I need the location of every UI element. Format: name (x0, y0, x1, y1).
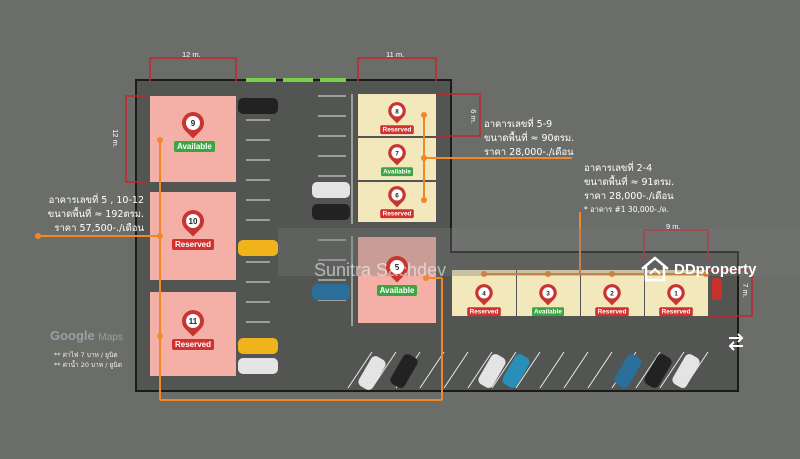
map-pin-icon: 9 (177, 107, 209, 139)
unit-2[interactable]: 2 Reserved (593, 280, 631, 317)
unit-status: Available (380, 167, 414, 177)
watermark-text: Sunitra Sachdev (314, 260, 447, 280)
hedge (320, 78, 346, 82)
hedge (246, 78, 276, 82)
car-black (390, 354, 418, 388)
connector-lines (38, 115, 706, 401)
car-white (672, 354, 700, 388)
car-white (312, 182, 350, 198)
unit-11[interactable]: 11 Reserved (170, 305, 216, 351)
car-black (238, 98, 278, 114)
unit-status: Reserved (467, 307, 501, 317)
dim-top-left-height: 12 m. (110, 129, 120, 148)
map-pin-icon: 3 (535, 280, 561, 306)
car-black (644, 354, 672, 388)
ddproperty-text: DDproperty (674, 260, 757, 278)
google-logo-text: Google (50, 328, 95, 343)
unit-status: Reserved (380, 125, 414, 135)
ddproperty-logo: DDproperty (640, 256, 757, 282)
info-left-line1: อาคารเลขที่ 5 , 10-12 (48, 195, 144, 206)
unit-1[interactable]: 1 Reserved (657, 280, 695, 317)
utility-note-electricity: ** ค่าไฟ 7 บาท / ยูนิต (54, 351, 118, 359)
car-blue (312, 284, 350, 300)
dim-top-right-height: 6 m. (468, 109, 478, 124)
unit-9-block (150, 96, 236, 182)
info-left-line2: ขนาดพื้นที่ ≈ 192ตรม. (47, 209, 144, 220)
dim-top-right-width: 11 m. (386, 50, 405, 59)
car-blue (502, 354, 530, 388)
map-pin-icon: 7 (384, 140, 410, 166)
map-pin-icon: 2 (599, 280, 625, 306)
unit-status: Reserved (380, 209, 414, 219)
unit-status: Available (376, 285, 418, 296)
unit-status: Reserved (659, 307, 693, 317)
unit-status: Reserved (171, 339, 215, 350)
info-right-line1: อาคารเลขที่ 2-4 (584, 163, 653, 174)
car-yellow (238, 338, 278, 354)
unit-10[interactable]: 10 Reserved (170, 205, 216, 251)
utility-notes: ** ค่าไฟ 7 บาท / ยูนิต ** ค่าน้ำ 20 บาท … (54, 350, 122, 370)
info-right-line2: ขนาดพื้นที่ ≈ 91ตรม. (584, 177, 675, 188)
info-right-line3: ราคา 28,000-./เดือน (584, 191, 674, 202)
unit-status: Reserved (595, 307, 629, 317)
info-mid: อาคารเลขที่ 5-9 ขนาดพื้นที่ ≈ 90ตรม. ราค… (484, 118, 574, 160)
google-maps-logo: Google Maps (50, 328, 123, 343)
car-black (312, 204, 350, 220)
car-yellow (238, 240, 278, 256)
maps-logo-text: Maps (98, 332, 123, 343)
watermark-band (278, 228, 800, 276)
info-right: อาคารเลขที่ 2-4 ขนาดพื้นที่ ≈ 91ตรม. ราค… (584, 162, 674, 216)
unit-8[interactable]: 8 Reserved (380, 98, 414, 135)
car-white (478, 354, 506, 388)
motorcycle (712, 278, 722, 300)
map-pin-icon: 4 (471, 280, 497, 306)
unit-5[interactable]: 5 Available (374, 251, 420, 297)
car-white (238, 358, 278, 374)
unit-4[interactable]: 4 Reserved (465, 280, 503, 317)
dimension-lines (125, 57, 753, 317)
unit-status: Available (531, 307, 565, 317)
car-white (358, 356, 386, 390)
unit-7[interactable]: 7 Available (380, 140, 414, 177)
unit-3[interactable]: 3 Available (529, 280, 567, 317)
utility-note-water: ** ค่าน้ำ 20 บาท / ยูนิต (54, 361, 122, 369)
info-mid-line1: อาคารเลขที่ 5-9 (484, 119, 553, 130)
parking-lines (246, 94, 709, 389)
unit-status: Available (174, 141, 215, 152)
dim-top-left-width: 12 m. (182, 50, 201, 59)
map-pin-icon: 1 (663, 280, 689, 306)
parked-cars (238, 98, 722, 390)
map-pin-icon: 6 (384, 182, 410, 208)
dim-right-height: 7 m. (740, 283, 750, 298)
info-right-note: * อาคาร #1 30,000-./ด. (584, 205, 670, 214)
info-left-line3: ราคา 57,500-./เดือน (54, 223, 144, 234)
info-left: อาคารเลขที่ 5 , 10-12 ขนาดพื้นที่ ≈ 192ต… (44, 194, 144, 236)
hedge (283, 78, 313, 82)
connector-dots (35, 112, 709, 339)
info-mid-line2: ขนาดพื้นที่ ≈ 90ตรม. (484, 133, 575, 144)
unit-status: Reserved (171, 239, 215, 250)
map-pin-icon: 8 (384, 98, 410, 124)
car-blue (614, 354, 642, 388)
dim-right-width: 9 m. (666, 222, 681, 231)
unit-9[interactable]: 9 Available (174, 107, 215, 153)
map-pin-icon: 10 (177, 205, 209, 237)
exchange-arrows-icon (728, 333, 744, 351)
info-mid-line3: ราคา 28,000-./เดือน (484, 147, 574, 158)
unit-6[interactable]: 6 Reserved (380, 182, 414, 219)
ddproperty-house-icon (641, 256, 669, 282)
map-pin-icon: 11 (177, 305, 209, 337)
